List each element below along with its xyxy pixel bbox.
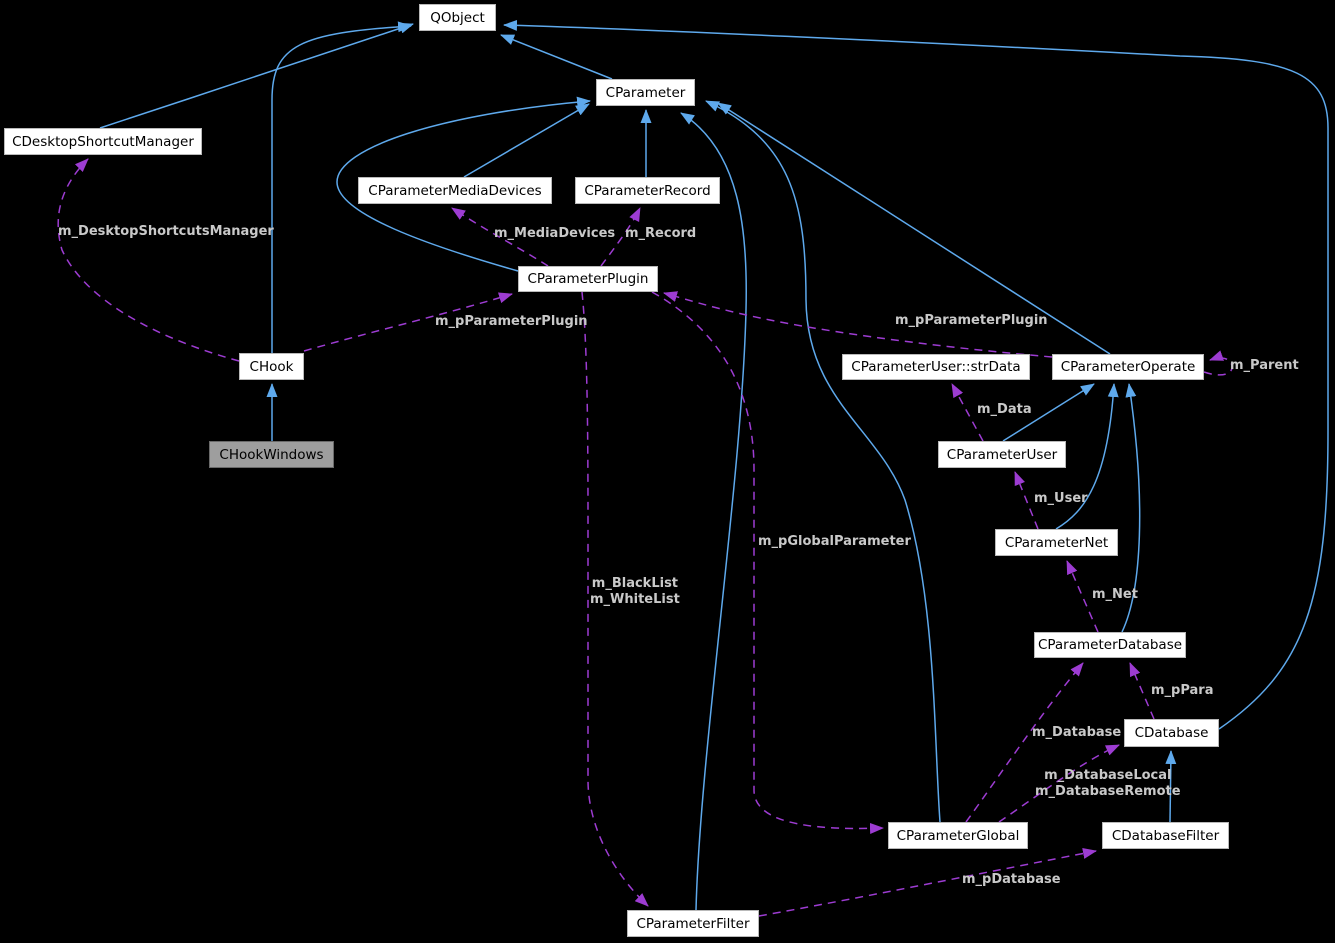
edge-member-m-pparameterplugin-right [663, 291, 1053, 358]
edge-label-m-ppara: m_pPara [1151, 683, 1214, 698]
edge-inherit-cparameterdatabase-cparameteroperate [1121, 383, 1141, 633]
edge-label-m-pparameterplugin-left: m_pParameterPlugin [435, 314, 588, 329]
edge-inherit-cparameternet-cparameteroperate [1055, 383, 1119, 530]
node-cdesktopshortcutmanager[interactable]: CDesktopShortcutManager [4, 128, 202, 155]
edge-label-m-user: m_User [1034, 491, 1088, 506]
edge-inherit-cparametermediadevices-cparameter [463, 103, 590, 178]
node-cdatabasefilter[interactable]: CDatabaseFilter [1102, 822, 1229, 849]
node-cparameteruser-strdata[interactable]: CParameterUser::strData [842, 354, 1030, 380]
node-cparameterglobal[interactable]: CParameterGlobal [888, 822, 1028, 849]
edge-member-m-blacklist-whitelist [581, 291, 649, 907]
edge-member-m-desktopshortcutsmanager [57, 158, 240, 362]
edge-label-m-database: m_Database [1032, 725, 1122, 740]
node-cparameterrecord[interactable]: CParameterRecord [575, 177, 720, 204]
node-cparameteruser[interactable]: CParameterUser [938, 441, 1066, 468]
edge-label-m-desktopshortcutsmanager: m_DesktopShortcutsManager [58, 224, 274, 239]
edge-inherit-cdatabasefilter-cdatabase [1165, 750, 1177, 823]
edge-member-m-user [1014, 471, 1039, 530]
edge-inherit-cdesktopshortcutmanager-qobject [99, 22, 414, 129]
edge-label-m-pdatabase: m_pDatabase [962, 872, 1061, 887]
edge-inherit-cparameteruser-cparameteroperate [1002, 383, 1095, 442]
edge-member-m-databaselocal-remote [998, 744, 1120, 823]
node-cparameterdatabase[interactable]: CParameterDatabase [1034, 632, 1186, 658]
edge-label-m-parent: m_Parent [1230, 358, 1299, 373]
node-cparameterfilter[interactable]: CParameterFilter [627, 910, 759, 937]
edge-inherit-cparameter-qobject [500, 34, 613, 80]
edge-inherit-cparameterglobal-cparameter [705, 100, 941, 823]
edge-label-m-data: m_Data [977, 402, 1032, 417]
node-cparameternet[interactable]: CParameterNet [995, 529, 1118, 556]
edge-label-m-mediadevices: m_MediaDevices [494, 226, 616, 241]
edge-label-m-blacklist-whitelist: m_BlackList m_WhiteList [590, 576, 680, 607]
edge-member-m-pglobalparameter [651, 291, 884, 834]
node-cparameterplugin[interactable]: CParameterPlugin [518, 266, 658, 292]
edge-inherit-chook-qobject [271, 21, 412, 353]
edge-member-m-pdatabase [758, 848, 1097, 917]
edge-label-m-net: m_Net [1092, 587, 1138, 602]
edge-member-m-ppara [1129, 662, 1155, 720]
edge-inherit-cparameterplugin-cparameter [336, 96, 591, 272]
edge-member-m-parent-selfloop [1203, 350, 1233, 376]
edge-inherit-cdatabase-qobject [503, 19, 1329, 730]
edge-inherit-cparameteroperate-cparameter [717, 102, 1111, 355]
node-cdatabase[interactable]: CDatabase [1124, 719, 1219, 747]
edge-label-m-record: m_Record [625, 226, 697, 241]
edge-member-m-data [951, 383, 984, 442]
edge-label-m-pparameterplugin-right: m_pParameterPlugin [895, 313, 1048, 328]
node-qobject[interactable]: QObject [419, 4, 496, 31]
node-cparameteroperate[interactable]: CParameterOperate [1052, 354, 1204, 380]
node-chookwindows[interactable]: CHookWindows [209, 441, 334, 468]
edge-member-m-record [600, 207, 641, 267]
edge-label-m-databaselocal-remote: m_DatabaseLocal m_DatabaseRemote [1035, 768, 1181, 799]
node-cparametermediadevices[interactable]: CParameterMediaDevices [358, 177, 552, 204]
node-chook[interactable]: CHook [239, 353, 304, 380]
edge-member-m-database [965, 662, 1084, 823]
edge-inherit-cparameterfilter-cparameter [680, 112, 747, 911]
edge-member-m-mediadevices [451, 207, 549, 267]
edge-label-m-pglobalparameter: m_pGlobalParameter [758, 534, 911, 549]
node-cparameter[interactable]: CParameter [596, 79, 695, 106]
